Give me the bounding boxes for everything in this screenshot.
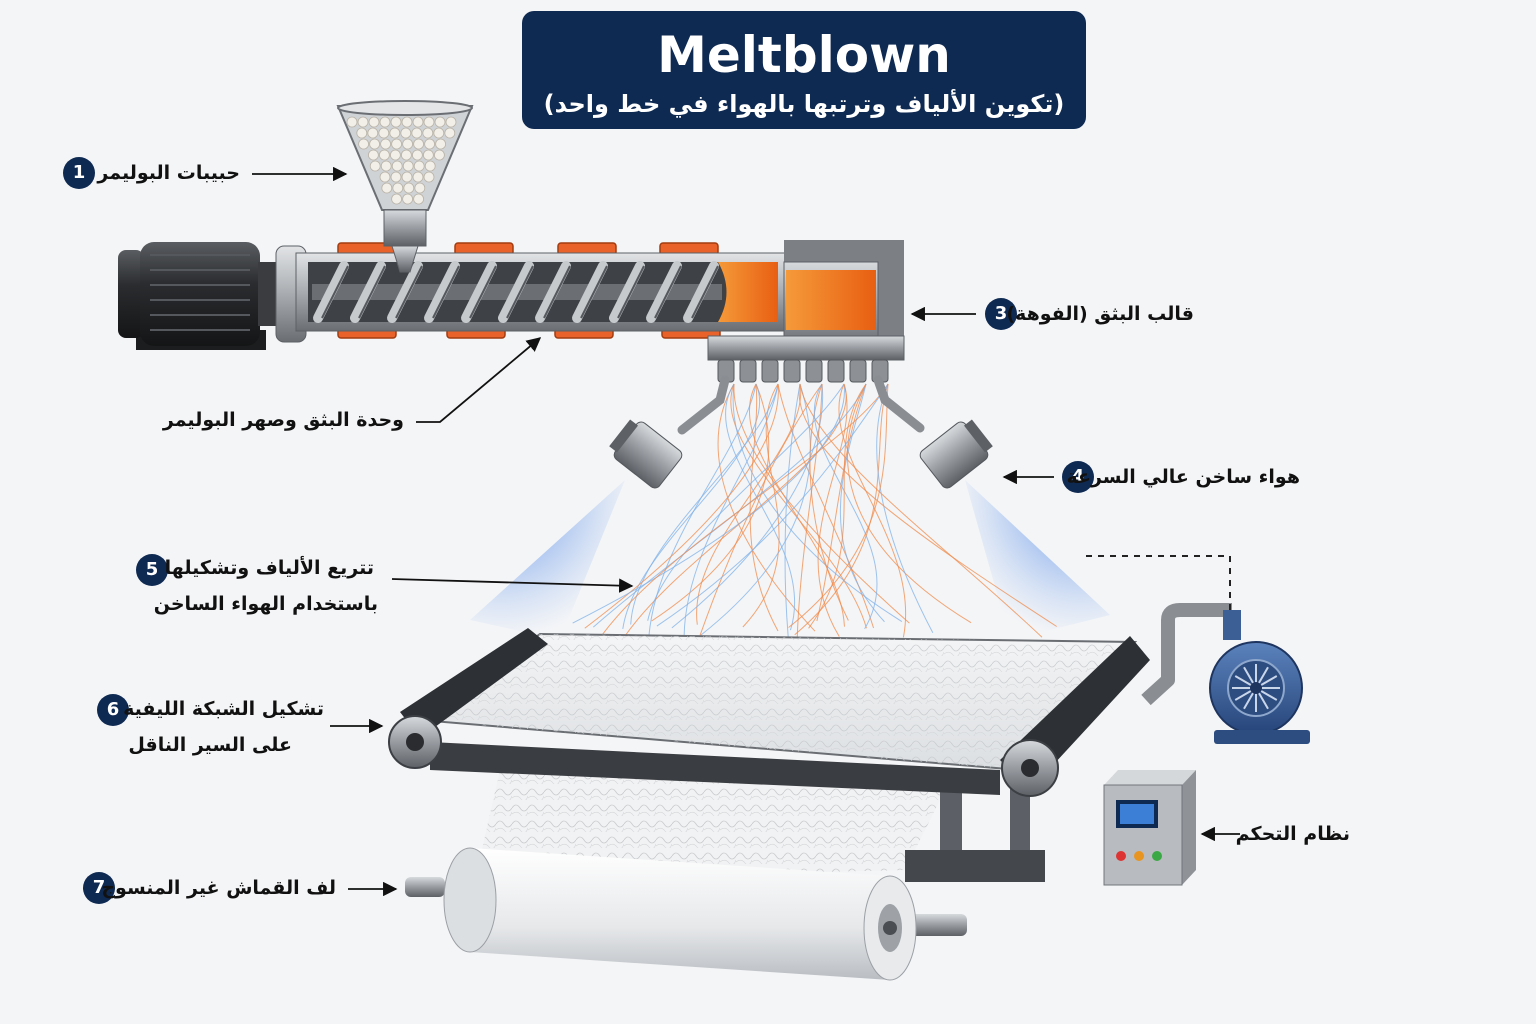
badge-1: 1 <box>63 157 95 189</box>
label-polymer-pellets: حبيبات البوليمر <box>97 162 240 184</box>
label-fiber-attenuation-line2: باستخدام الهواء الساخن <box>153 593 378 615</box>
nonwoven-fabric-roll <box>405 847 967 981</box>
hot-air-spray-right <box>965 480 1110 640</box>
label-fiber-attenuation-line1: تتريع الألياف وتشكيلها <box>164 557 374 579</box>
extrusion-die <box>707 240 905 383</box>
extruder-motor <box>118 242 280 350</box>
air-blower <box>1085 555 1310 744</box>
nonwoven-web-sheet <box>475 770 945 880</box>
polymer-hopper <box>336 100 474 273</box>
fiber-streams <box>572 383 1057 640</box>
control-box <box>1103 770 1196 886</box>
polymer-pellets-fill <box>346 116 457 205</box>
badge-3: 3 <box>985 298 1017 330</box>
badge-7: 7 <box>83 872 115 904</box>
conveyor-belt <box>388 628 1150 882</box>
label-hot-air: هواء ساخن عالي السرعة <box>1066 466 1300 488</box>
hot-air-spray-left <box>470 480 625 640</box>
label-extruder-unit: وحدة البثق وصهر البوليمر <box>162 409 404 431</box>
page-title: Meltblown <box>657 26 951 84</box>
label-nonwoven-roll: لف القماش غير المنسوج <box>101 877 336 899</box>
title-banner: Meltblown (تكوين الألياف وترتبها بالهواء… <box>522 11 1086 129</box>
leader-arrows <box>252 166 1240 897</box>
badge-6: 6 <box>97 694 129 726</box>
label-extrusion-die: قالب البثق (الفوهة) <box>1006 303 1194 325</box>
air-nozzle-left <box>609 375 730 489</box>
extruder-screw <box>312 261 722 323</box>
label-web-formation-line1: تشكيل الشبكة الليفية <box>123 698 324 720</box>
air-nozzle-right <box>873 375 993 489</box>
label-control-system: نظام التحكم <box>1235 823 1350 845</box>
extruder-barrel <box>275 245 787 343</box>
label-web-formation-line2: على السير الناقل <box>128 734 292 756</box>
badge-5: 5 <box>136 554 168 586</box>
page-subtitle: (تكوين الألياف وترتبها بالهواء في خط واح… <box>543 90 1065 118</box>
badge-4: 4 <box>1062 461 1094 493</box>
blower-fan-icon <box>1232 664 1280 712</box>
